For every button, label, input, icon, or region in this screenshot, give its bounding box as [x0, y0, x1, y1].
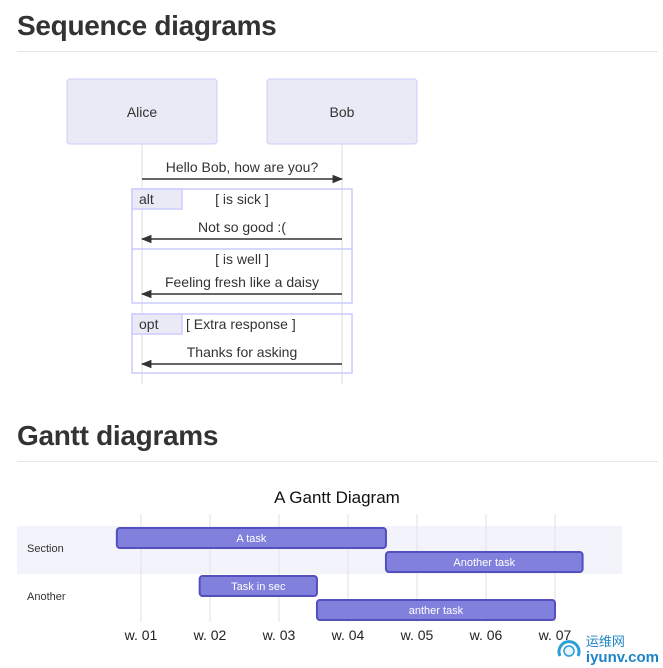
- gantt-task-label: anther task: [409, 605, 464, 617]
- alt-else-condition: [ is well ]: [215, 251, 269, 267]
- alt-condition: [ is sick ]: [215, 191, 269, 207]
- actor-alice-label: Alice: [127, 104, 158, 120]
- actor-bob-box: [266, 78, 418, 145]
- alt-frame: alt [ is sick ] [ is well ]: [131, 188, 353, 304]
- alt-frame-box: [131, 188, 353, 304]
- alt-label: alt: [139, 191, 154, 207]
- gantt-task-label: Task in sec: [231, 581, 286, 593]
- message-label: Thanks for asking: [187, 344, 298, 360]
- gantt-task-bar: [315, 599, 557, 621]
- gantt-tick-label: w. 05: [400, 627, 434, 643]
- watermark-cn: 运维网: [585, 634, 625, 650]
- gantt-tick-label: w. 04: [331, 627, 365, 643]
- gantt-tick-label: w. 03: [262, 627, 296, 643]
- gantt-tick-label: w. 06: [469, 627, 503, 643]
- message-label: Hello Bob, how are you?: [166, 159, 319, 175]
- watermark-logo-icon: [557, 639, 581, 657]
- section-label: Another: [27, 591, 66, 603]
- gantt-heading: Gantt diagrams: [17, 420, 219, 451]
- sequence-heading: Sequence diagrams: [17, 10, 277, 41]
- opt-condition: [ Extra response ]: [186, 316, 296, 332]
- opt-frame-box: [131, 313, 353, 374]
- actor-bob-label: Bob: [330, 104, 355, 120]
- sequence-diagram: Alice Bob Hello Bob, how are you? alt [ …: [66, 78, 418, 384]
- opt-label: opt: [139, 316, 159, 332]
- gantt-task-bar: [198, 575, 318, 597]
- gantt-tick-label: w. 01: [124, 627, 158, 643]
- message-label: Feeling fresh like a daisy: [165, 274, 319, 290]
- actor-alice: Alice: [66, 78, 218, 145]
- actor-alice-box: [66, 78, 218, 145]
- alt-label-tab: [131, 188, 183, 210]
- watermark: 运维网 iyunv.com: [554, 634, 659, 666]
- gantt-heading-rule: [17, 461, 658, 462]
- gantt-tick-label: w. 07: [538, 627, 572, 643]
- actor-bob: Bob: [266, 78, 418, 145]
- message-label: Not so good :(: [198, 219, 286, 235]
- gantt-title: A Gantt Diagram: [274, 488, 400, 507]
- opt-label-tab: [131, 313, 183, 335]
- gantt-task-label: A task: [236, 533, 266, 545]
- opt-frame: opt [ Extra response ]: [131, 313, 353, 374]
- gantt-task-bar: [384, 551, 584, 573]
- gantt-tick-label: w. 02: [193, 627, 227, 643]
- gantt-task-bar: [115, 527, 387, 549]
- watermark-url: iyunv.com: [585, 648, 659, 666]
- gantt-task-label: Another task: [453, 557, 515, 569]
- sequence-heading-rule: [17, 51, 658, 52]
- section-label: Section: [27, 543, 64, 555]
